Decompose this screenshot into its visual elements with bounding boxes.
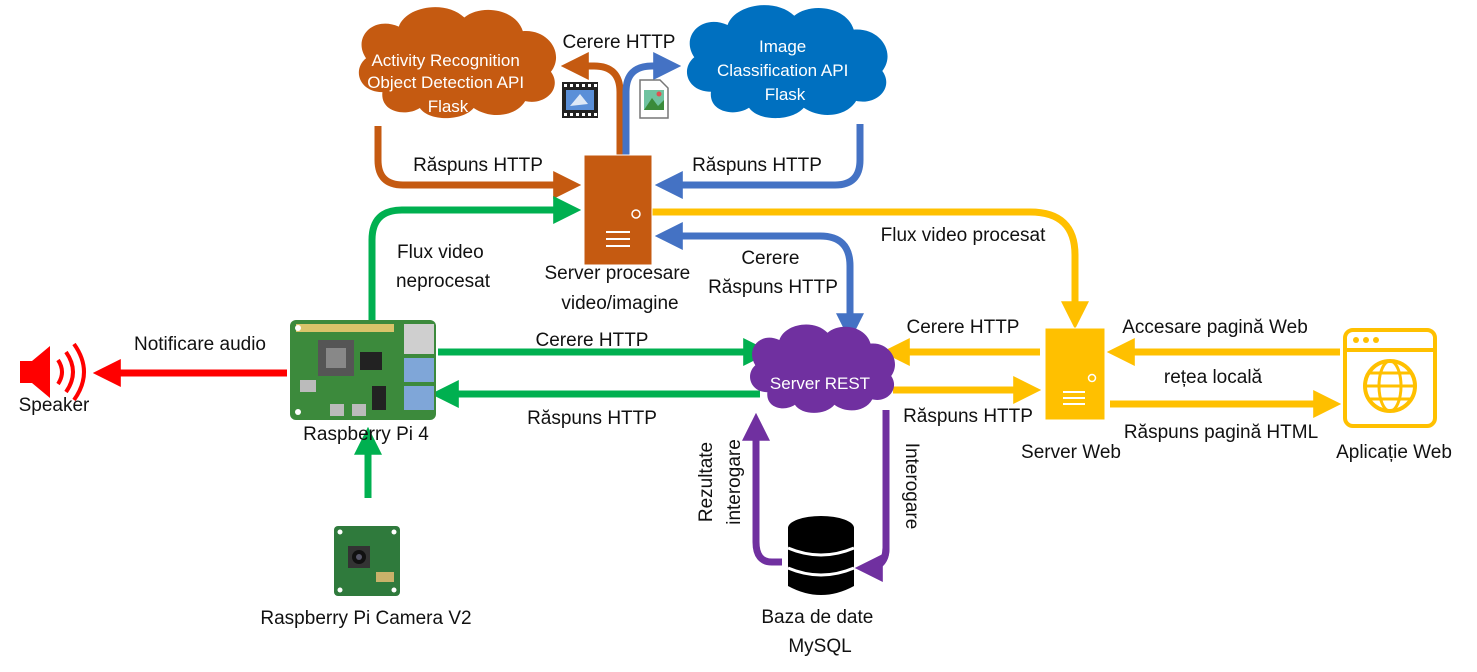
flux-video-neprocesat-line2: neprocesat	[396, 271, 491, 292]
svg-text:Activity Recognition Objec: Activity Recognition Object Detection AP…	[367, 51, 529, 116]
activity-cloud-line1: Activity Recognition	[371, 51, 519, 70]
purple-results-arrow	[742, 412, 782, 566]
rest-server-label: Server REST	[770, 374, 870, 393]
rezultate-interogare-line1: Rezultate	[696, 442, 717, 522]
orange-request-arrow	[560, 52, 624, 156]
web-app-label: Aplicație Web	[1336, 442, 1452, 463]
purple-query-arrow-head	[854, 547, 890, 582]
raspuns-http-right-label: Răspuns HTTP	[692, 155, 822, 176]
rest-server-cloud	[750, 324, 895, 413]
processing-server-label-line1: Server procesare	[544, 263, 690, 284]
svg-text:Baza de date MySQL: Baza de date MySQL	[761, 607, 878, 657]
rezultate-interogare-line2: interogare	[724, 439, 745, 525]
image-cloud-line3: Flask	[765, 85, 806, 104]
web-server-icon	[1044, 327, 1106, 421]
database-icon	[787, 516, 855, 595]
web-server-label: Server Web	[1021, 442, 1121, 463]
blue-server-rest-arrow	[654, 222, 864, 342]
raspuns-pagina-label: Răspuns pagină HTML	[1124, 422, 1318, 443]
web-raspuns-http-label: Răspuns HTTP	[903, 406, 1033, 427]
raspuns-http-left-label: Răspuns HTTP	[413, 155, 543, 176]
svg-text:Cerere Răspuns HTTP: Cerere Răspuns HTTP	[708, 248, 838, 298]
cerere-raspuns-line1: Cerere	[741, 248, 799, 269]
cerere-raspuns-line2: Răspuns HTTP	[708, 277, 838, 298]
pi-cerere-http-label: Cerere HTTP	[536, 330, 649, 351]
processing-server-label-line2: video/imagine	[561, 293, 678, 314]
yellow-processed-stream-arrow	[652, 208, 1089, 330]
svg-text:Image Classification API: Image Classification API Flask	[717, 37, 853, 104]
image-cloud-line1: Image	[759, 37, 806, 56]
activity-cloud-line2: Object Detection API	[367, 73, 524, 92]
orange-response-arrow	[374, 126, 582, 199]
web-globe-icon	[1343, 328, 1437, 428]
blue-request-arrow	[622, 52, 682, 156]
retea-locala-label: rețea locală	[1164, 367, 1263, 388]
database-label-line1: Baza de date	[761, 607, 873, 628]
green-video-stream-arrow	[368, 196, 582, 325]
web-cerere-http-label: Cerere HTTP	[907, 317, 1020, 338]
raspberry-pi-board-icon	[290, 320, 436, 420]
accesare-pagina-label: Accesare pagină Web	[1122, 317, 1308, 338]
video-film-icon	[562, 82, 598, 118]
camera-label: Raspberry Pi Camera V2	[260, 608, 471, 629]
cerere-http-top-label: Cerere HTTP	[563, 32, 676, 53]
interogare-label: Interogare	[901, 443, 922, 530]
processing-server-icon	[583, 154, 653, 266]
database-label-line2: MySQL	[788, 636, 851, 657]
camera-module-icon	[334, 526, 400, 596]
svg-text:Flux video neprocesat: Flux video neprocesat	[396, 242, 491, 292]
pi-raspuns-http-label: Răspuns HTTP	[527, 408, 657, 429]
blue-response-arrow	[654, 124, 864, 199]
image-cloud-line2: Classification API	[717, 61, 848, 80]
notificare-audio-label: Notificare audio	[134, 334, 266, 355]
flux-video-neprocesat-line1: Flux video	[397, 242, 484, 263]
speaker-icon	[20, 342, 86, 402]
image-file-icon	[639, 79, 669, 119]
speaker-label: Speaker	[19, 395, 90, 416]
flux-video-procesat-label: Flux video procesat	[881, 225, 1046, 246]
svg-text:Server procesare video/ima: Server procesare video/imagine	[544, 263, 695, 314]
raspberry-pi-label: Raspberry Pi 4	[303, 424, 429, 445]
activity-cloud-line3: Flask	[428, 97, 469, 116]
purple-query-arrow	[865, 410, 890, 572]
